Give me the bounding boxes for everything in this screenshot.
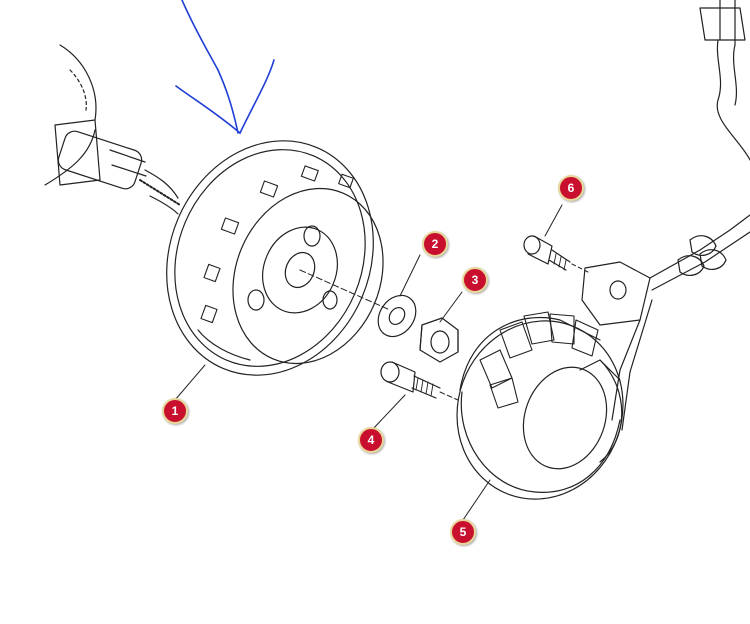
nut <box>419 317 459 363</box>
flywheel-rotor <box>166 140 391 376</box>
leader-lines <box>174 204 563 521</box>
screw <box>523 235 589 273</box>
callout-2: 2 <box>422 231 448 257</box>
bolt <box>380 361 459 401</box>
pickup-coil-harness <box>581 0 750 431</box>
stator <box>456 311 624 500</box>
washer <box>377 294 417 338</box>
callout-4: 4 <box>358 427 384 453</box>
callout-1: 1 <box>162 398 188 424</box>
callout-3: 3 <box>462 267 488 293</box>
handdrawn-arrow <box>175 0 275 134</box>
callout-5: 5 <box>450 519 476 545</box>
crankshaft <box>44 44 181 215</box>
callout-6: 6 <box>558 175 584 201</box>
